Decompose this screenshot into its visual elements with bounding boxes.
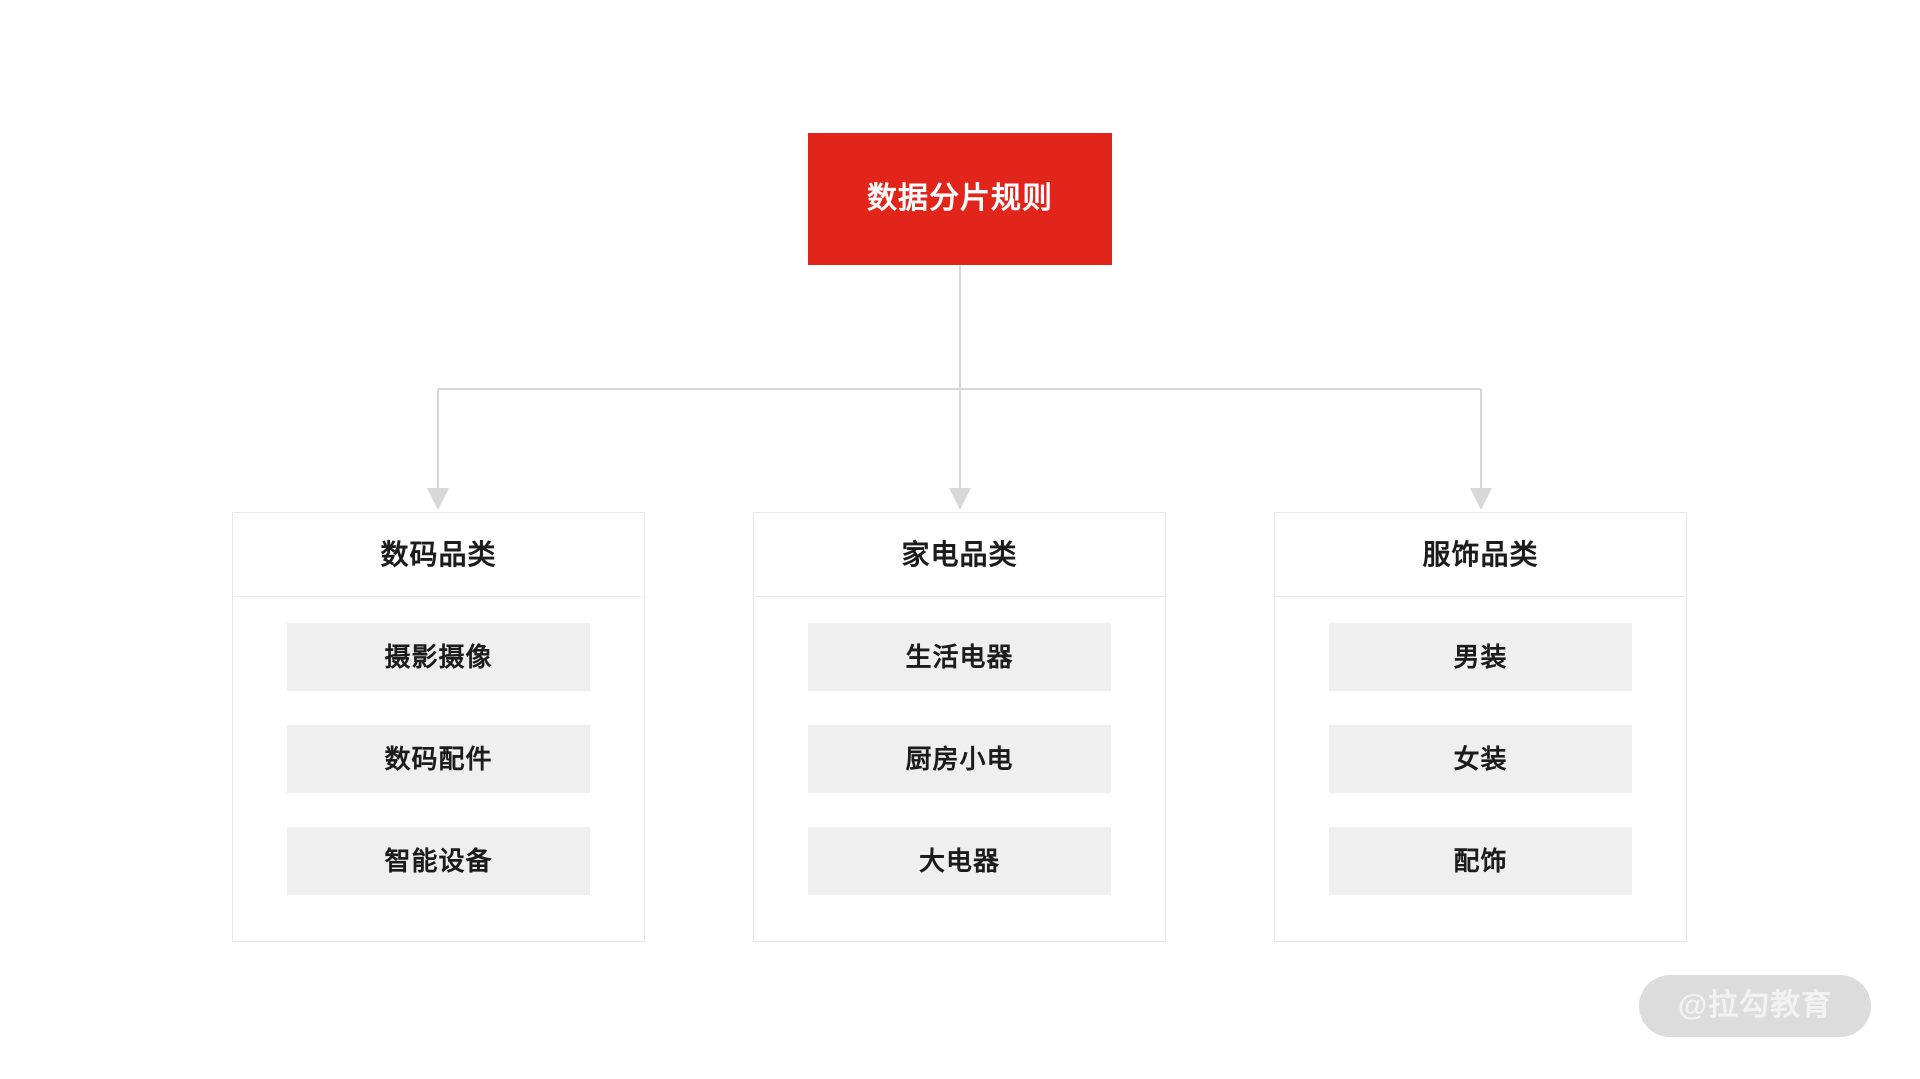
category-card-digital[interactable]: 数码品类 摄影摄像 数码配件 智能设备	[232, 512, 645, 942]
child-chip-label: 女装	[1453, 744, 1508, 774]
card-header: 数码品类	[233, 513, 644, 597]
child-chip-label: 摄影摄像	[384, 642, 493, 672]
child-chip[interactable]: 摄影摄像	[287, 623, 590, 691]
arrowhead-2	[1470, 488, 1492, 510]
root-node-label: 数据分片规则	[867, 182, 1053, 215]
child-chip-label: 男装	[1453, 642, 1508, 672]
card-body: 男装 女装 配饰	[1275, 597, 1686, 941]
child-chip-label: 厨房小电	[905, 744, 1014, 774]
watermark-badge: @拉勾教育	[1639, 975, 1871, 1037]
card-header-label: 服饰品类	[1422, 538, 1539, 570]
card-header-label: 数码品类	[380, 538, 497, 570]
child-chip[interactable]: 智能设备	[287, 827, 590, 895]
root-node[interactable]: 数据分片规则	[808, 133, 1112, 265]
card-body: 摄影摄像 数码配件 智能设备	[233, 597, 644, 941]
child-chip-label: 智能设备	[384, 846, 493, 876]
child-chip[interactable]: 女装	[1329, 725, 1632, 793]
child-chip-label: 大电器	[918, 846, 1000, 876]
watermark-label: @拉勾教育	[1677, 989, 1833, 1022]
child-chip[interactable]: 配饰	[1329, 827, 1632, 895]
child-chip-label: 配饰	[1453, 846, 1508, 876]
child-chip-label: 数码配件	[384, 744, 493, 774]
arrowhead-0	[427, 488, 449, 510]
child-chip[interactable]: 男装	[1329, 623, 1632, 691]
category-card-apparel[interactable]: 服饰品类 男装 女装 配饰	[1274, 512, 1687, 942]
arrowhead-1	[949, 488, 971, 510]
card-header: 服饰品类	[1275, 513, 1686, 597]
child-chip[interactable]: 厨房小电	[808, 725, 1111, 793]
child-chip[interactable]: 生活电器	[808, 623, 1111, 691]
child-chip-label: 生活电器	[905, 642, 1014, 672]
category-card-appliance[interactable]: 家电品类 生活电器 厨房小电 大电器	[753, 512, 1166, 942]
child-chip[interactable]: 数码配件	[287, 725, 590, 793]
card-header-label: 家电品类	[901, 538, 1018, 570]
child-chip[interactable]: 大电器	[808, 827, 1111, 895]
card-body: 生活电器 厨房小电 大电器	[754, 597, 1165, 941]
card-header: 家电品类	[754, 513, 1165, 597]
